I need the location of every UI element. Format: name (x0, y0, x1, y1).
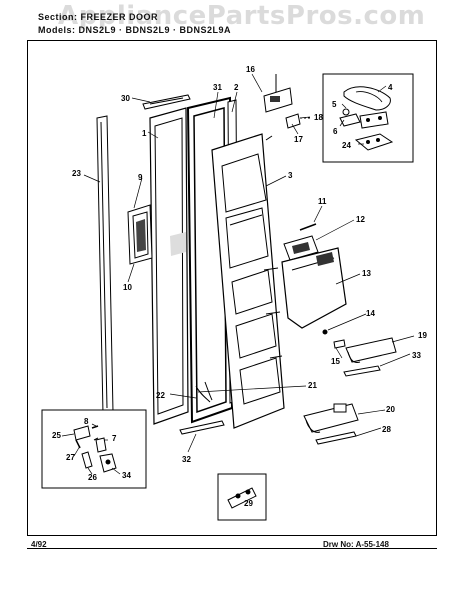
inset-connectors (61, 423, 121, 475)
callout-14: 14 (366, 309, 375, 318)
revision-date: 4/92 (31, 540, 47, 549)
diagram-frame (27, 40, 437, 536)
part-13-dispenser-housing (281, 247, 347, 329)
callout-2: 2 (234, 83, 239, 92)
callout-33: 33 (412, 351, 421, 360)
drawing-number: Drw No: A-55-148 (323, 540, 389, 549)
callout-32: 32 (182, 455, 191, 464)
inset-handle-detail (41, 409, 147, 489)
callout-24: 24 (342, 141, 351, 150)
callout-18: 18 (314, 113, 323, 122)
footer-rule (27, 548, 437, 549)
callout-7: 7 (112, 434, 117, 443)
callout-28: 28 (382, 425, 391, 434)
part-14-15-screws (322, 329, 346, 349)
section-title: Section: FREEZER DOOR (38, 12, 159, 22)
part-23-door-strip (96, 115, 114, 415)
callout-8: 8 (84, 417, 89, 426)
part-17-18-screws (285, 113, 312, 129)
part-11-12-dispenser-cap (283, 223, 319, 261)
callout-12: 12 (356, 215, 365, 224)
part-28-bin-trim (315, 431, 357, 445)
part-30-top-trim (142, 94, 191, 110)
callout-5: 5 (332, 100, 337, 109)
callout-31: 31 (213, 83, 222, 92)
part-3-inner-door-liner (211, 133, 285, 429)
part-1-outer-door-panel (149, 107, 189, 425)
callout-labels: 30 1 23 9 10 31 2 3 16 17 18 4 5 6 24 11… (52, 65, 427, 508)
callout-19: 19 (418, 331, 427, 340)
callout-6: 6 (333, 127, 338, 136)
callout-1: 1 (142, 129, 147, 138)
part-33-shelf-trim (343, 365, 381, 377)
callout-13: 13 (362, 269, 371, 278)
part-20-door-bin (303, 403, 359, 433)
part-19-door-shelf (345, 337, 397, 363)
part-16-handle-bracket (263, 74, 293, 113)
callout-21: 21 (308, 381, 317, 390)
part-21-22-bottom-seal (195, 381, 213, 403)
callout-15: 15 (331, 357, 340, 366)
inset-part-29 (217, 473, 267, 521)
part-9-10-hinge-assembly (127, 204, 153, 265)
callout-23: 23 (72, 169, 81, 178)
models-line: Models: DNS2L9 · BDNS2L9 · BDNS2L9A (38, 25, 232, 35)
callout-3: 3 (288, 171, 293, 180)
callout-17: 17 (294, 135, 303, 144)
callout-4: 4 (388, 83, 393, 92)
callout-10: 10 (123, 283, 132, 292)
callout-9: 9 (138, 173, 143, 182)
callout-27: 27 (66, 453, 75, 462)
callout-11: 11 (318, 197, 327, 206)
inset-hinge-detail (322, 73, 414, 163)
callout-30: 30 (121, 94, 130, 103)
watermark: AppliancePartsPros.com (58, 1, 426, 31)
part-32-bottom-trim (179, 420, 225, 435)
leader-lines (83, 73, 415, 453)
callout-34: 34 (122, 471, 131, 480)
callout-16: 16 (246, 65, 255, 74)
callout-22: 22 (156, 391, 165, 400)
callout-26: 26 (88, 473, 97, 482)
callout-20: 20 (386, 405, 395, 414)
callout-29: 29 (244, 499, 253, 508)
callout-25: 25 (52, 431, 61, 440)
